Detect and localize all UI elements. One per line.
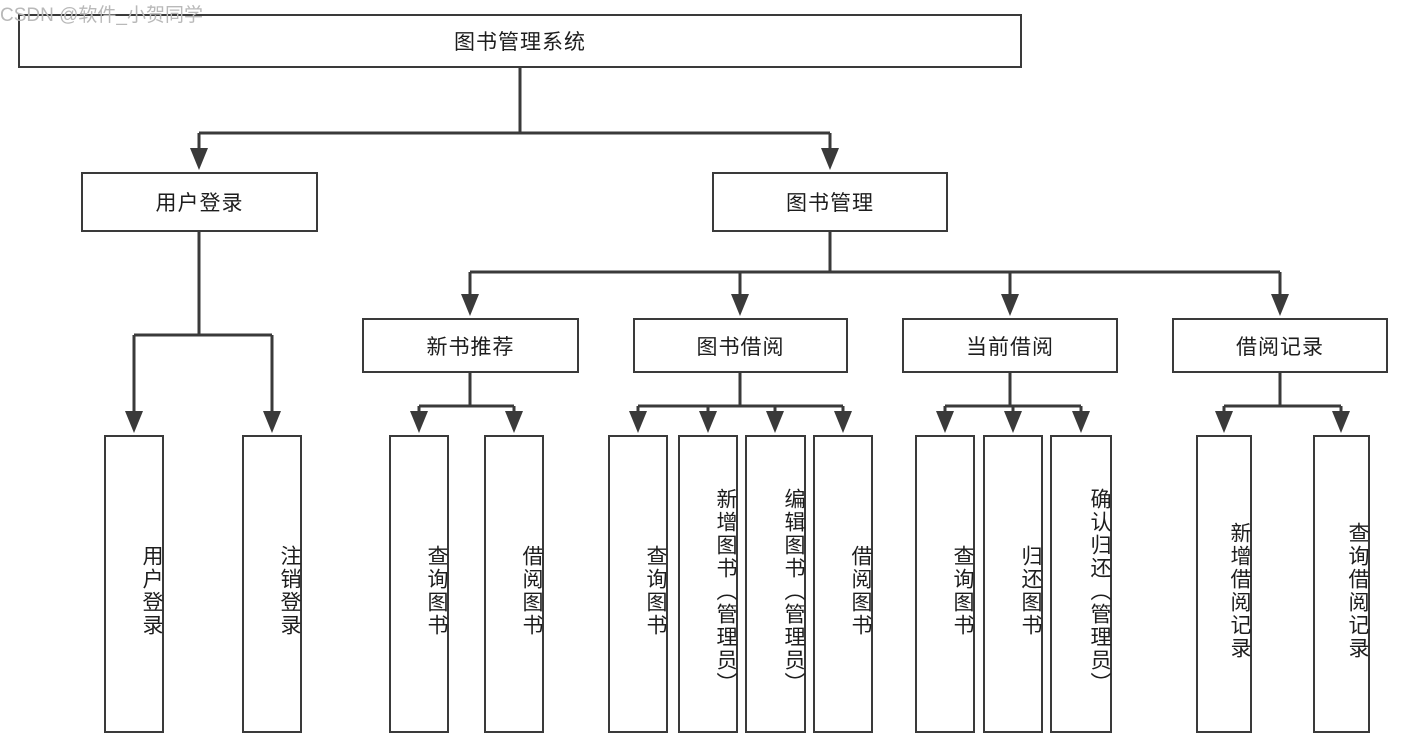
arrowhead-icon	[263, 411, 281, 433]
node-label: 用户登录	[155, 192, 244, 215]
arrowhead-icon	[505, 411, 523, 433]
arrowhead-icon	[936, 411, 954, 433]
arrowhead-icon	[190, 148, 208, 170]
arrowhead-icon	[1072, 411, 1090, 433]
node-label: 借阅记录	[1236, 335, 1324, 359]
arrowhead-icon	[125, 411, 143, 433]
node-l12[interactable]: 新增借阅记录	[1196, 435, 1252, 733]
node-label: 注销登录	[278, 545, 301, 637]
node-label: 查询图书	[425, 545, 448, 637]
arrowhead-icon	[834, 411, 852, 433]
node-label: 确认归还（管理员）	[1088, 487, 1111, 695]
node-n_cur[interactable]: 当前借阅	[902, 318, 1118, 373]
node-l5[interactable]: 查询图书	[608, 435, 668, 733]
arrowhead-icon	[731, 294, 749, 316]
node-l3[interactable]: 查询图书	[389, 435, 449, 733]
node-label: 图书借阅	[696, 335, 785, 359]
node-root[interactable]: 图书管理系统	[18, 14, 1022, 68]
node-l9[interactable]: 查询图书	[915, 435, 975, 733]
node-l10[interactable]: 归还图书	[983, 435, 1043, 733]
node-label: 图书管理系统	[454, 31, 586, 54]
node-n_new[interactable]: 新书推荐	[362, 318, 579, 373]
node-l1[interactable]: 用户登录	[104, 435, 164, 733]
node-l7[interactable]: 编辑图书（管理员）	[745, 435, 806, 733]
node-label: 用户登录	[140, 545, 163, 637]
arrowhead-icon	[1004, 411, 1022, 433]
arrowhead-icon	[821, 148, 839, 170]
arrowhead-icon	[1215, 411, 1233, 433]
node-n_books[interactable]: 图书管理	[712, 172, 948, 232]
arrowhead-icon	[766, 411, 784, 433]
node-l6[interactable]: 新增图书（管理员）	[678, 435, 738, 733]
arrowhead-icon	[699, 411, 717, 433]
node-label: 编辑图书（管理员）	[782, 487, 805, 695]
node-label: 查询借阅记录	[1346, 522, 1369, 660]
node-label: 借阅图书	[849, 545, 872, 637]
watermark: CSDN @软件_小贺同学	[0, 5, 203, 26]
node-label: 图书管理	[786, 192, 874, 215]
node-label: 新书推荐	[426, 335, 515, 359]
arrowhead-icon	[629, 411, 647, 433]
arrowhead-icon	[1271, 294, 1289, 316]
arrowhead-icon	[1001, 294, 1019, 316]
arrowhead-icon	[1332, 411, 1350, 433]
node-label: 借阅图书	[520, 545, 543, 637]
node-n_borrow[interactable]: 图书借阅	[633, 318, 848, 373]
arrowhead-icon	[461, 294, 479, 316]
node-label: 新增借阅记录	[1228, 522, 1251, 660]
node-n_login[interactable]: 用户登录	[81, 172, 318, 232]
node-label: 查询图书	[644, 545, 667, 637]
node-l4[interactable]: 借阅图书	[484, 435, 544, 733]
node-label: 新增图书（管理员）	[714, 487, 737, 695]
node-l8[interactable]: 借阅图书	[813, 435, 873, 733]
node-label: 当前借阅	[966, 335, 1054, 359]
node-l2[interactable]: 注销登录	[242, 435, 302, 733]
node-label: 查询图书	[951, 545, 974, 637]
node-label: 归还图书	[1019, 545, 1042, 637]
node-l11[interactable]: 确认归还（管理员）	[1050, 435, 1112, 733]
node-l13[interactable]: 查询借阅记录	[1313, 435, 1370, 733]
node-n_rec[interactable]: 借阅记录	[1172, 318, 1388, 373]
arrowhead-icon	[410, 411, 428, 433]
